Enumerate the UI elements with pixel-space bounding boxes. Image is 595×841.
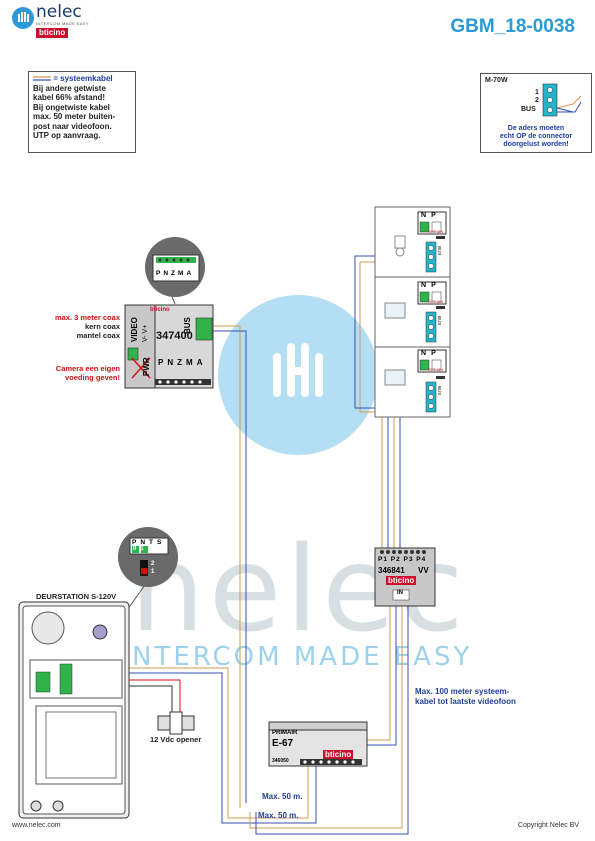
door-zoom-terms: PNTS	[132, 539, 166, 546]
distributor-ports: P1 P2 P3 P4	[378, 556, 426, 563]
max100-note: Max. 100 meter systeem- kabel tot laatst…	[415, 687, 516, 707]
port-label: P2	[390, 556, 401, 563]
warning-line: De aders moeten	[507, 125, 565, 132]
distributor-in: IN	[397, 590, 403, 596]
door-station-title: DEURSTATION S-120V	[36, 592, 117, 601]
note-line: Bij ongetwiste kabel	[33, 102, 110, 112]
cable-legend-icon	[33, 76, 51, 81]
zoom-term: N	[163, 270, 172, 277]
document-code: GBM_18-0038	[450, 16, 575, 37]
psu-code: 346050	[272, 758, 289, 764]
module-code: 347400	[156, 330, 193, 342]
monitor-2-bus: BUS	[437, 316, 442, 326]
zoom-term: M	[178, 270, 187, 277]
port-label: P4	[416, 556, 427, 563]
warning-line: echt OP de connector	[499, 133, 573, 140]
pwr-label: PWR	[142, 357, 151, 376]
camera-line: Camera een eigen	[55, 364, 120, 373]
watermark-tagline: NTERCOM MADE EASY	[132, 642, 473, 672]
video-label: VIDEO	[130, 317, 139, 342]
distributor-code: 346841	[378, 566, 405, 575]
term-label: P	[158, 358, 168, 367]
m70w-title: M-70W	[485, 77, 508, 84]
monitor-1-offon: OFF ON	[428, 229, 444, 234]
nelec-logo-icon	[12, 7, 34, 29]
logo-text: nelec	[36, 2, 82, 22]
primair-label: PRIMAIR	[272, 730, 298, 736]
zoom-term: Z	[171, 270, 179, 277]
term-label: A	[196, 358, 207, 367]
psu-brand: bticino	[323, 750, 354, 759]
zoom-347400	[145, 237, 205, 305]
monitor-3-offon: OFF ON	[428, 367, 444, 372]
door-zoom-values: 01	[133, 546, 148, 552]
video-polarity: V- V+	[142, 324, 149, 342]
monitor-1-bus: BUS	[437, 246, 442, 256]
coax-line: mantel coax	[76, 331, 120, 340]
port-label: P3	[403, 556, 414, 563]
footer-copyright: Copyright Nelec BV	[517, 822, 579, 829]
coax-note: max. 3 meter coax kern coax mantel coax	[42, 313, 120, 340]
zoom-term: A	[186, 270, 195, 277]
monitor-1-np: NP	[421, 212, 441, 219]
monitor-3-np: NP	[421, 350, 441, 357]
max50-label-a: Max. 50 m.	[262, 792, 303, 801]
port-label: P1	[378, 556, 388, 563]
legend-row: = systeemkabel	[33, 74, 131, 84]
module-brand: bticino	[150, 307, 170, 313]
distributor-brand: bticino	[386, 576, 417, 585]
max50-label-b: Max. 50 m.	[258, 811, 299, 820]
term-1-label: 1	[535, 89, 539, 96]
door-opener	[157, 711, 195, 735]
monitor-2-offon: OFF ON	[428, 299, 444, 304]
term-label: Z	[177, 358, 187, 367]
psu-model: E-67	[272, 738, 294, 749]
monitor-2-np: NP	[421, 282, 441, 289]
note-line: Bij andere getwiste	[33, 83, 106, 93]
zoom-347400-terms: PNZMA	[156, 270, 194, 277]
distributor-vv: VV	[418, 566, 429, 575]
camera-line: voeding geven!	[64, 373, 120, 382]
door-station	[18, 601, 130, 819]
warning-line: doorgelust worden!	[503, 141, 569, 148]
zoom-term: P	[156, 270, 164, 277]
m70w-warning: De aders moeten echt OP de connector doo…	[483, 125, 589, 149]
monitor-column	[374, 206, 451, 418]
legend-label: = systeemkabel	[53, 74, 113, 83]
term-label: M	[186, 358, 197, 367]
coax-line: kern coax	[84, 322, 120, 331]
coax-line: max. 3 meter coax	[54, 313, 120, 322]
power-supply-e67	[268, 721, 368, 767]
bticino-logo: bticino	[36, 28, 69, 38]
note-line: post naar videofoon.	[33, 121, 112, 131]
cable-note: = systeemkabel Bij andere getwiste kabel…	[28, 71, 136, 153]
term-2-label: 2	[535, 97, 539, 104]
footer-website: www.nelec.com	[12, 822, 61, 829]
module-terms: PNZMA	[158, 358, 206, 367]
opener-label: 12 Vdc opener	[150, 735, 202, 744]
note-line: max. 50 meter buiten-	[33, 112, 116, 121]
m70w-connector-icon	[542, 83, 581, 117]
bus-label: BUS	[521, 106, 536, 113]
note-line: UTP op aanvraag.	[33, 131, 101, 140]
camera-power-note: Camera een eigen voeding geven!	[30, 364, 120, 382]
max100-line: kabel tot laatste videofoon	[415, 697, 516, 706]
max100-line: Max. 100 meter systeem-	[415, 687, 510, 696]
watermark-logo	[218, 295, 378, 455]
zoom-door-station	[118, 527, 178, 621]
logo-subtitle: INTERCOM MADE EASY	[36, 21, 89, 26]
module-347400	[124, 304, 214, 389]
note-line: kabel 66% afstand!	[33, 93, 106, 102]
term-label: N	[167, 358, 178, 367]
m70w-note: M-70W 1 2 BUS De aders moeten echt OP de…	[480, 73, 592, 153]
monitor-3-bus: BUS	[437, 386, 442, 396]
